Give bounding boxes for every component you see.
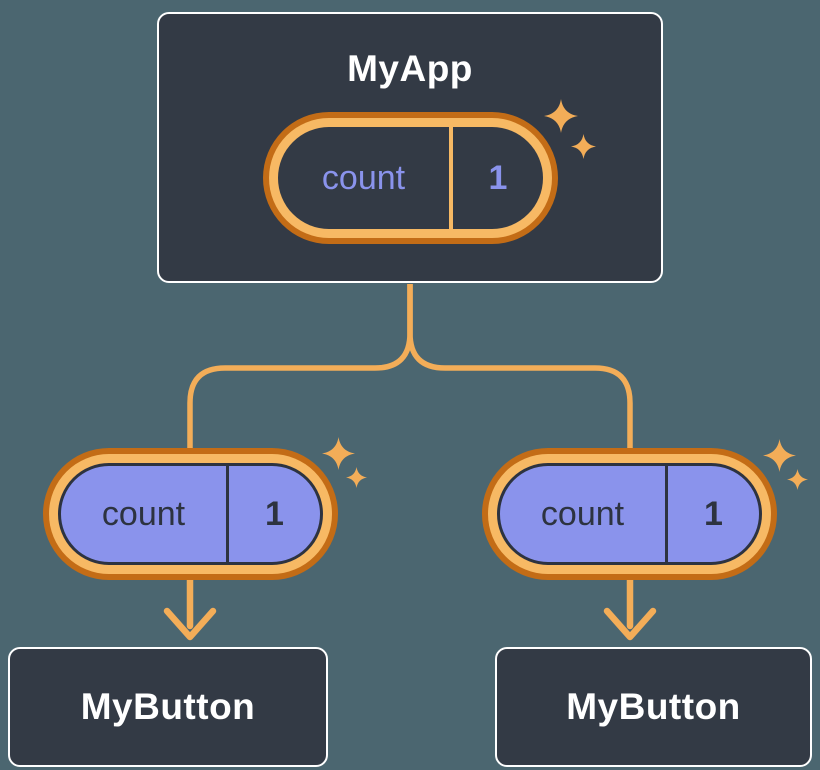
node-mybutton-left-title: MyButton [80,686,256,727]
state-pill-ring: count 1 [488,454,771,574]
state-pill-myapp: count 1 [263,112,558,244]
state-pill-ring: count 1 [269,118,552,238]
state-pill-capsule: count 1 [497,463,762,565]
state-key-label: count [321,158,406,197]
state-pill-capsule: count 1 [278,127,543,229]
branch-left-line [187,284,413,452]
state-pill-capsule: count 1 [58,463,323,565]
sparkle-icon [322,437,355,470]
arrow-left-head [163,607,217,641]
state-pill-mybutton-left: count 1 [43,448,338,580]
state-key-label: count [101,494,186,533]
state-key-label: count [540,494,625,533]
node-myapp-title: MyApp [347,48,473,89]
node-mybutton-right-title: MyButton [566,686,741,727]
node-mybutton-left: MyButton [8,647,328,767]
branch-right-line [407,284,633,452]
arrow-right-head [603,607,657,641]
state-value-label: 1 [226,466,320,562]
node-mybutton-right: MyButton [495,647,812,767]
state-value-label: 1 [665,466,759,562]
sparkle-icon [763,439,796,472]
sparkle-icon [787,469,808,490]
state-value-label: 1 [449,127,543,229]
state-pill-ring: count 1 [49,454,332,574]
state-pill-mybutton-right: count 1 [482,448,777,580]
sparkle-icon [346,467,367,488]
